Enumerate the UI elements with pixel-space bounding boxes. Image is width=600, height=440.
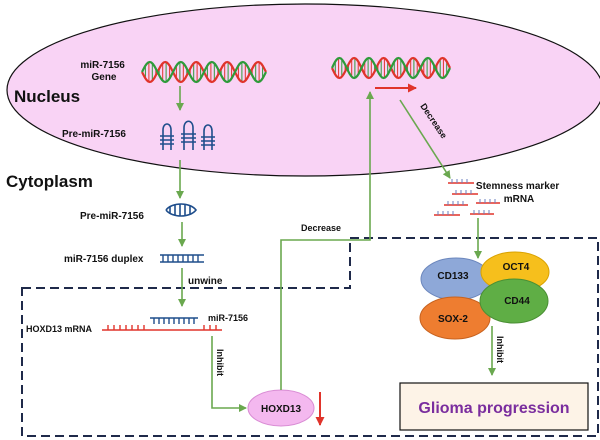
gene-label: miR-7156 Gene	[80, 60, 127, 83]
mir-duplex-icon	[160, 254, 204, 263]
mature-mir-strand	[150, 317, 198, 324]
pre-mir-cyto-label: Pre-miR-7156	[80, 211, 144, 222]
cd133-label: CD133	[437, 271, 469, 282]
inhibit-hoxd13-label: Inhibit	[215, 349, 225, 376]
pre-mir-nuclear-label: Pre-miR-7156	[62, 129, 126, 140]
sox2-label: SOX-2	[438, 314, 468, 325]
stemness-mrna-strands	[434, 179, 500, 216]
cd44-label: CD44	[504, 296, 530, 307]
stemness-label: Stemness marker mRNA	[476, 181, 562, 205]
dashed-cell-region	[21, 237, 599, 437]
dna-strand	[331, 56, 451, 80]
glioma-progression-box	[399, 382, 589, 431]
mature-mir-label: miR-7156	[208, 313, 248, 323]
nucleus-ellipse	[6, 3, 600, 177]
nucleus-label: Nucleus	[14, 87, 80, 106]
dna-strand	[141, 60, 267, 84]
duplex-label: miR-7156 duplex	[64, 254, 144, 265]
stemness-gene-to-mrna-arrow	[399, 99, 451, 179]
hoxd13-label: HOXD13	[261, 404, 301, 415]
stemness-gene-dna	[331, 56, 451, 80]
cyto-pre-mir-hairpin-icon	[165, 203, 198, 217]
glioma-progression-label: Glioma progression	[418, 400, 569, 417]
pre-mir-hairpin-icons	[160, 120, 215, 150]
sox2-protein	[419, 296, 491, 340]
hoxd13-mrna-label: HOXD13 mRNA	[26, 324, 93, 334]
cd44-protein	[479, 278, 549, 324]
inhibit-hoxd13-arrow	[211, 336, 247, 412]
inhibit-glioma-label: Inhibit	[495, 336, 505, 363]
cytoplasm-label: Cytoplasm	[6, 172, 93, 191]
unwine-label: unwine	[188, 276, 223, 287]
oct4-label: OCT4	[503, 262, 530, 273]
mir7156-gene-dna	[141, 60, 267, 84]
hoxd13-mrna-strand	[102, 325, 222, 331]
hoxd13-to-stemness-gene-arrow	[280, 91, 374, 390]
decrease-left-label: Decrease	[301, 223, 341, 233]
